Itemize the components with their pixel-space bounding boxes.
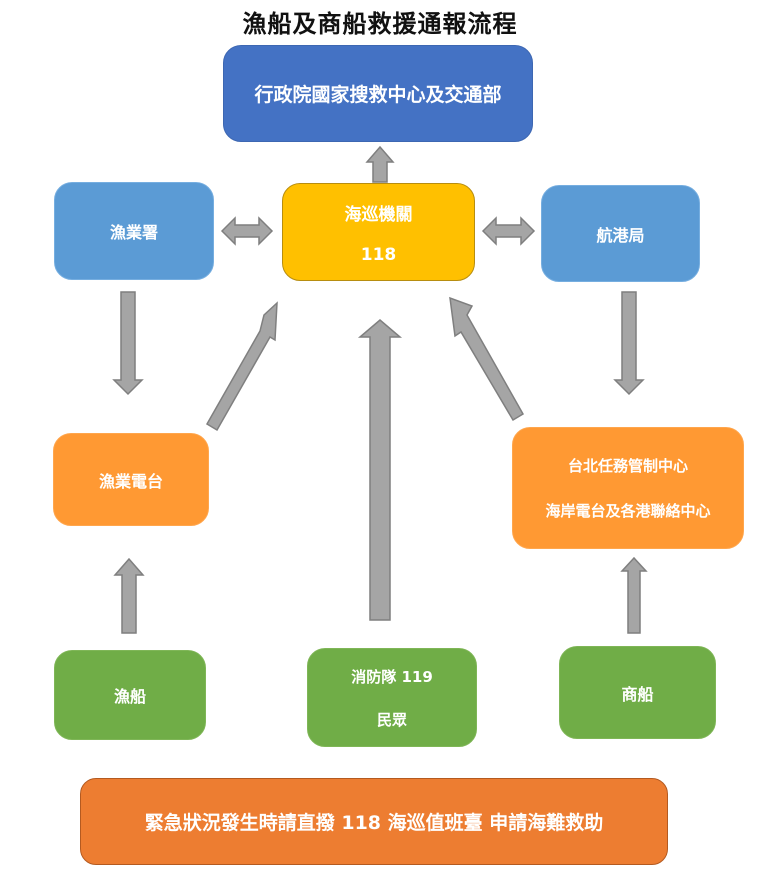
arrow-coast-guard-to-top bbox=[365, 145, 395, 183]
node-fishery-radio: 漁業電台 bbox=[53, 433, 209, 526]
node-national-rescue-center: 行政院國家搜救中心及交通部 bbox=[223, 45, 533, 142]
node-label: 台北任務管制中心 bbox=[567, 457, 688, 475]
node-label: 消防隊 119 bbox=[351, 667, 433, 686]
node-label: 漁船 bbox=[113, 687, 146, 706]
arrow-fishing-boat-to-fishery-radio bbox=[113, 557, 145, 634]
node-maritime-port-bureau: 航港局 bbox=[541, 185, 700, 282]
arrow-taipei-center-to-coast-guard bbox=[449, 296, 525, 422]
node-label: 漁業電台 bbox=[98, 471, 163, 491]
node-label: 商船 bbox=[621, 684, 654, 704]
arrow-merchant-ship-to-taipei-center bbox=[620, 556, 648, 634]
node-label: 航港局 bbox=[596, 225, 645, 245]
node-label: 行政院國家搜救中心及交通部 bbox=[254, 84, 502, 106]
node-fishing-boat: 漁船 bbox=[54, 650, 206, 740]
arrow-fire-public-to-coast-guard bbox=[357, 319, 403, 621]
node-merchant-ship: 商船 bbox=[559, 646, 716, 739]
node-fisheries-agency: 漁業署 bbox=[54, 182, 214, 280]
node-label: 海巡機關 bbox=[344, 204, 413, 225]
diagram-title: 漁船及商船救援通報流程 bbox=[242, 10, 518, 38]
arrow-fisheries-to-fishery-radio bbox=[112, 291, 144, 396]
arrow-fishery-radio-to-coast-guard bbox=[205, 301, 278, 432]
arrow-coast-guard-port-bureau-double bbox=[481, 216, 536, 246]
notice-text: 緊急狀況發生時請直撥 118 海巡值班臺 申請海難救助 bbox=[144, 812, 604, 834]
arrow-fisheries-coast-guard-double bbox=[220, 216, 274, 246]
arrow-port-bureau-to-taipei-center bbox=[613, 291, 645, 396]
node-label: 118 bbox=[360, 244, 397, 265]
node-label: 民眾 bbox=[376, 710, 407, 729]
node-label: 漁業署 bbox=[109, 223, 158, 242]
node-coast-guard: 海巡機關 118 bbox=[282, 183, 475, 281]
node-label: 海岸電台及各港聯絡中心 bbox=[545, 502, 711, 520]
node-taipei-mission-control: 台北任務管制中心 海岸電台及各港聯絡中心 bbox=[512, 427, 744, 549]
emergency-notice-banner: 緊急狀況發生時請直撥 118 海巡值班臺 申請海難救助 bbox=[80, 778, 668, 865]
node-fire-department-public: 消防隊 119 民眾 bbox=[307, 648, 477, 747]
